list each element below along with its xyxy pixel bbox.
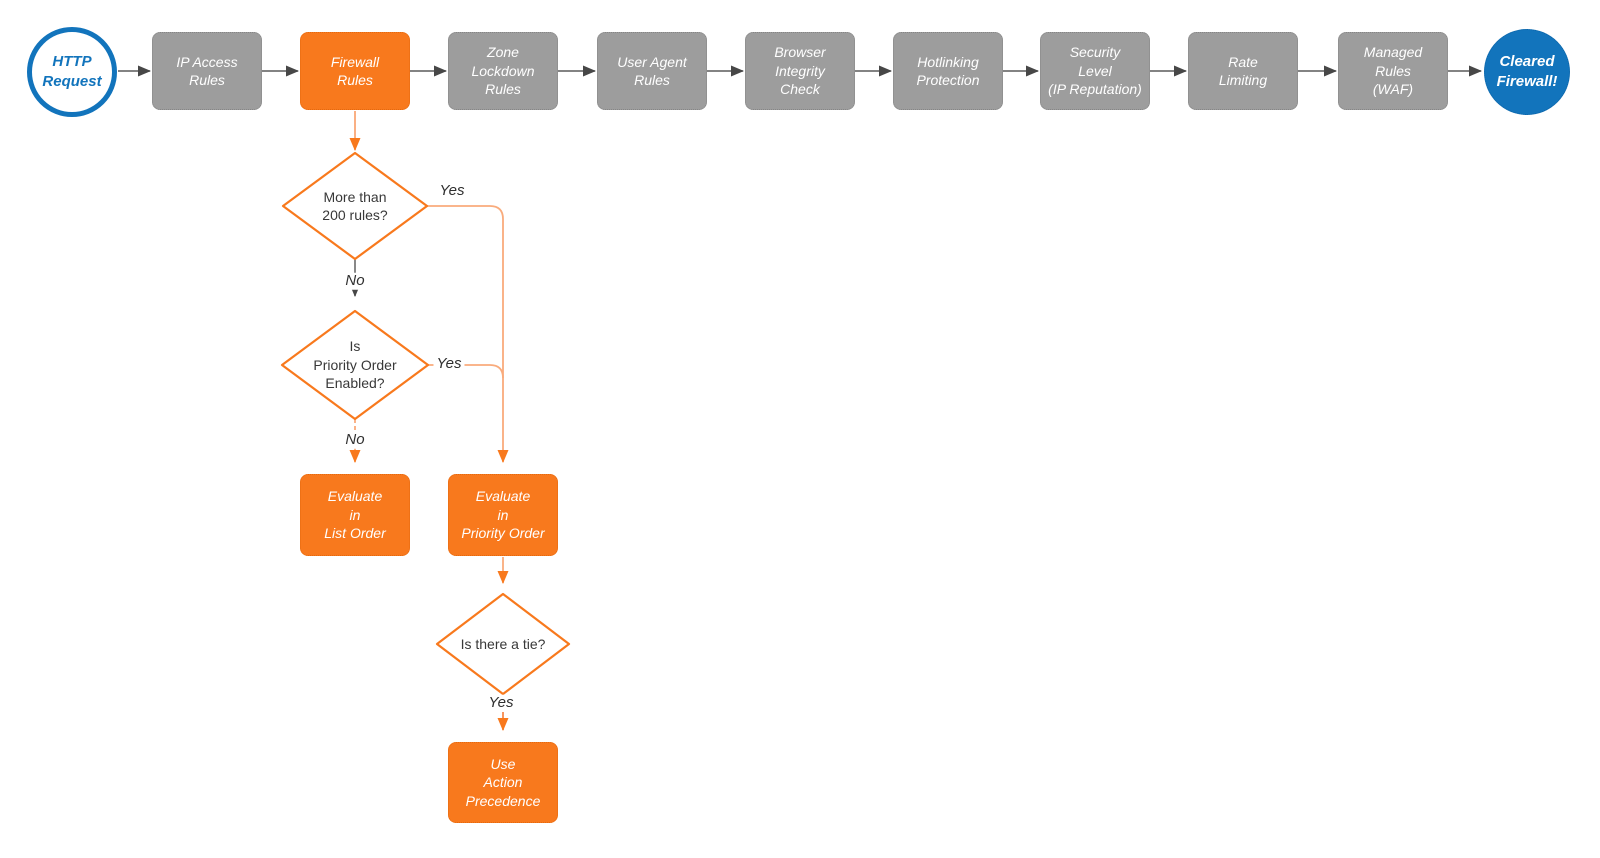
action-label: Use Action Precedence bbox=[465, 755, 541, 809]
stage-label: Security Level (IP Reputation) bbox=[1048, 44, 1142, 98]
stage-label: Hotlinking Protection bbox=[916, 53, 980, 88]
start-http-request: HTTP Request bbox=[27, 27, 117, 117]
stage-label: User Agent Rules bbox=[617, 53, 687, 88]
decision-is-there-a-tie-shape bbox=[435, 592, 571, 696]
stage-label: Browser Integrity Check bbox=[774, 44, 826, 98]
action-evaluate-in-list-order: Evaluate in List Order bbox=[300, 474, 410, 556]
stage-rate-limiting: Rate Limiting bbox=[1188, 32, 1298, 110]
decision-more-than-200-rules: More than 200 rules? bbox=[283, 153, 427, 259]
stage-user-agent-rules: User Agent Rules bbox=[597, 32, 707, 110]
stage-firewall-rules: Firewall Rules bbox=[300, 32, 410, 110]
stage-label: IP Access Rules bbox=[176, 53, 238, 88]
start-label: HTTP Request bbox=[42, 53, 102, 90]
stage-security-level: Security Level (IP Reputation) bbox=[1040, 32, 1150, 110]
connector-decision1-yes bbox=[427, 205, 509, 463]
edge-label-decision1-no: No bbox=[342, 272, 368, 290]
action-use-action-precedence: Use Action Precedence bbox=[448, 742, 558, 823]
action-label: Evaluate in List Order bbox=[324, 488, 386, 542]
stage-label: Firewall Rules bbox=[330, 53, 380, 88]
action-evaluate-in-priority-order: Evaluate in Priority Order bbox=[448, 474, 558, 556]
edge-label-decision1-yes: Yes bbox=[436, 182, 468, 200]
end-cleared-firewall: Cleared Firewall! bbox=[1484, 29, 1570, 115]
stage-label: Managed Rules (WAF) bbox=[1363, 44, 1423, 98]
end-label: Cleared Firewall! bbox=[1496, 53, 1558, 90]
decision-priority-order-enabled-shape bbox=[280, 309, 430, 421]
decision-more-than-200-rules-shape bbox=[281, 151, 429, 261]
decision-label: Is there a tie? bbox=[460, 635, 546, 652]
stage-label: Zone Lockdown Rules bbox=[471, 44, 535, 98]
stage-managed-rules-waf: Managed Rules (WAF) bbox=[1338, 32, 1448, 110]
stage-ip-access-rules: IP Access Rules bbox=[152, 32, 262, 110]
decision-priority-order-enabled: Is Priority Order Enabled? bbox=[282, 311, 428, 419]
stage-hotlinking-protection: Hotlinking Protection bbox=[893, 32, 1003, 110]
action-label: Evaluate in Priority Order bbox=[461, 488, 545, 542]
edge-label-decision2-no: No bbox=[342, 431, 368, 449]
connector-decision2-yes bbox=[428, 364, 504, 379]
stage-label: Rate Limiting bbox=[1218, 53, 1268, 88]
decision-label: Is Priority Order Enabled? bbox=[313, 338, 397, 392]
stage-browser-integrity-check: Browser Integrity Check bbox=[745, 32, 855, 110]
edge-label-decision3-yes: Yes bbox=[485, 694, 517, 712]
decision-label: More than 200 rules? bbox=[322, 188, 388, 223]
decision-is-there-a-tie: Is there a tie? bbox=[437, 594, 569, 694]
edge-label-decision2-yes: Yes bbox=[433, 355, 465, 373]
stage-zone-lockdown-rules: Zone Lockdown Rules bbox=[448, 32, 558, 110]
